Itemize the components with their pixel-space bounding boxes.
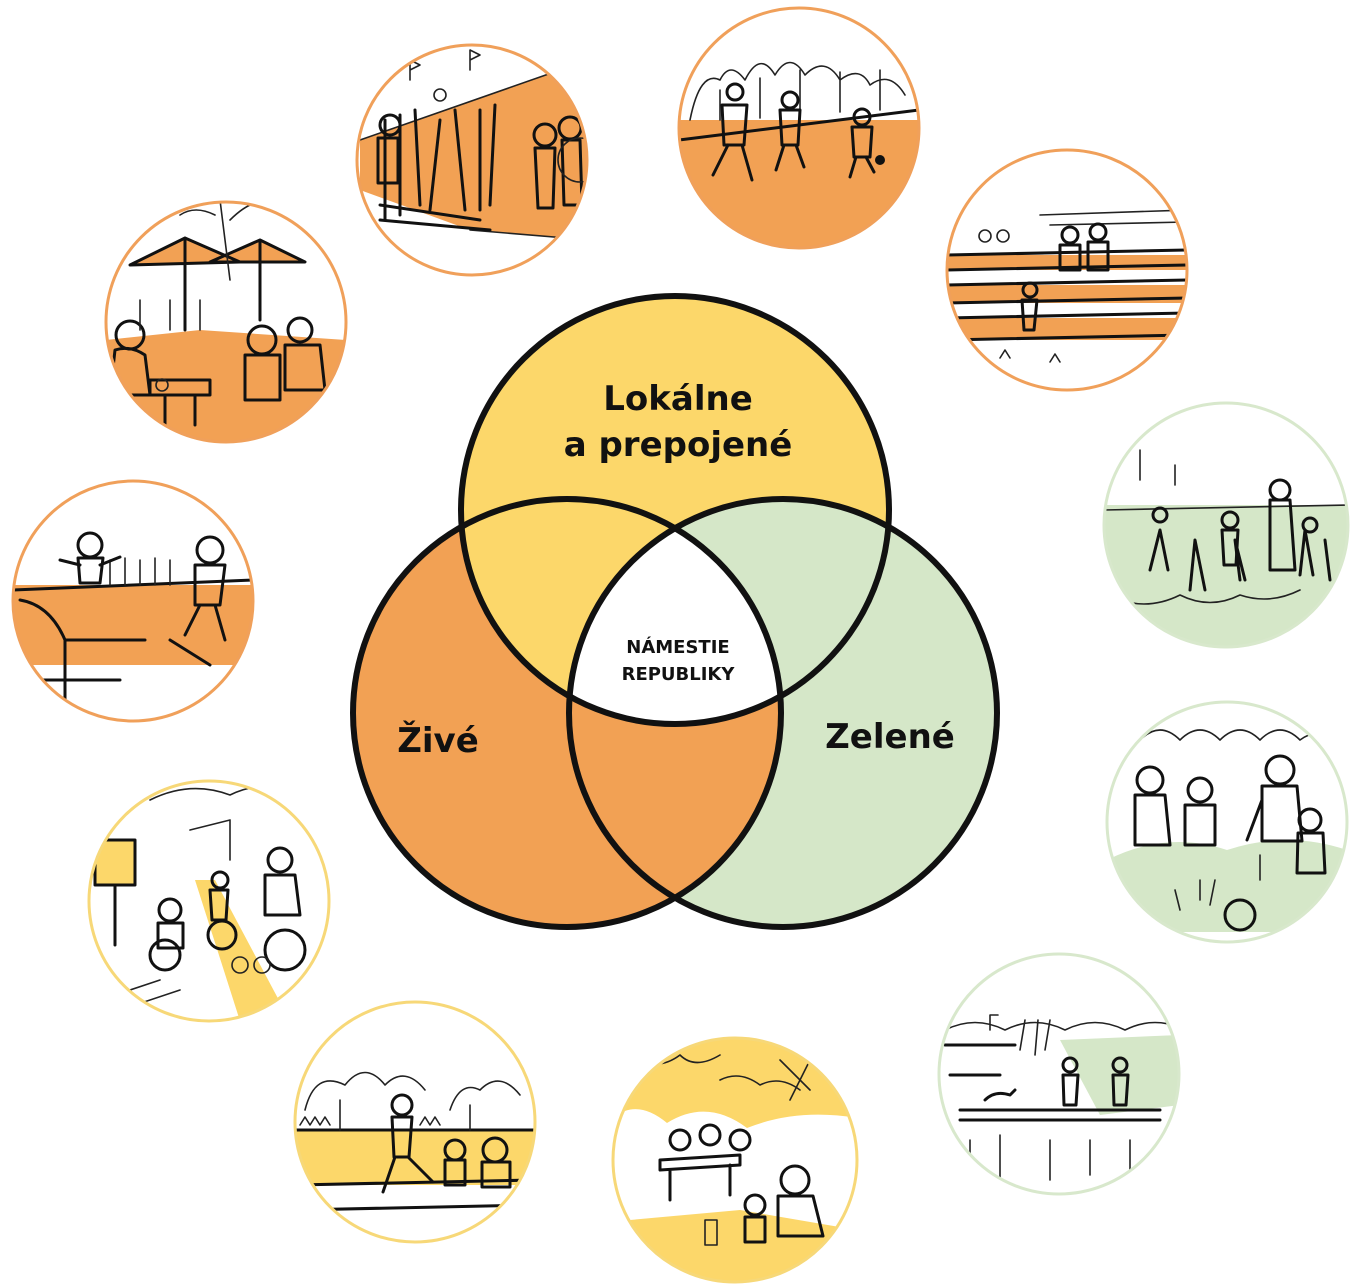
green-meadow-illustration: [1102, 401, 1350, 649]
steps-seating-illustration: [945, 148, 1189, 392]
cafe-terrace-illustration: [104, 200, 348, 444]
community-garden-illustration: [1105, 700, 1349, 944]
climbing-playground-illustration: [355, 43, 589, 277]
riverside-running-illustration: [293, 1000, 537, 1244]
venn-center-line2: REPUBLIKY: [622, 664, 736, 685]
football-illustration: [677, 6, 921, 250]
cycle-path-illustration: [87, 779, 331, 1023]
park-picnic-illustration: [611, 1036, 859, 1284]
pond-boardwalk-illustration: [937, 952, 1181, 1196]
venn-center-line1: NÁMESTIE: [626, 636, 729, 658]
skatepark-illustration: [11, 479, 255, 723]
venn-label-top-line2: a prepojené: [564, 425, 793, 465]
venn-label-top-line1: Lokálne: [603, 379, 753, 419]
venn-label-left: Živé: [397, 720, 479, 761]
venn-label-right: Zelené: [825, 717, 955, 757]
